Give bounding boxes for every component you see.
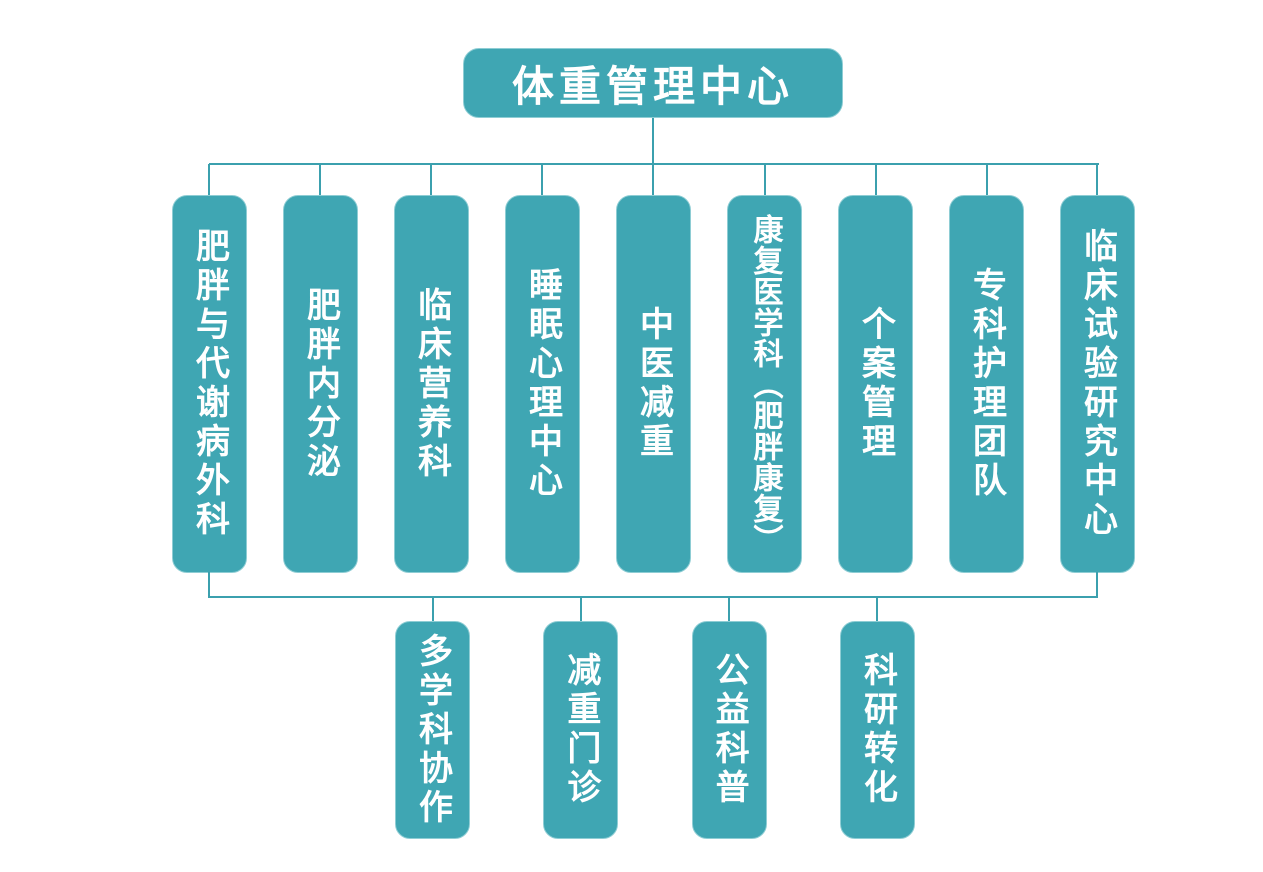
connector-dept-drop-8 [986,164,988,196]
department-box-4: 睡眠心理中心 [505,195,580,573]
connector-func-drop-2 [580,597,582,622]
function-box-3: 公益科普 [691,621,767,839]
connector-root-stem [652,118,654,165]
connector-right-tail [1096,572,1098,598]
function-row: 多学科协作 减重门诊 公益科普 科研转化 [395,621,915,839]
function-label: 多学科协作 [413,632,452,828]
department-label: 临床营养科 [412,286,451,482]
department-box-2: 肥胖内分泌 [283,195,358,573]
connector-dept-drop-2 [319,164,321,196]
function-box-4: 科研转化 [839,621,915,839]
root-label: 体重管理中心 [511,62,794,110]
function-label: 科研转化 [858,652,897,808]
connector-upper-rail [209,163,1099,165]
connector-dept-drop-5 [652,164,654,196]
department-row: 肥胖与代谢病外科 肥胖内分泌 临床营养科 睡眠心理中心 中医减重 康复医学科（肥… [172,195,1135,573]
department-label: 专科护理团队 [967,267,1006,501]
department-label: 肥胖与代谢病外科 [190,228,229,540]
connector-dept-drop-6 [764,164,766,196]
connector-dept-drop-1 [208,164,210,196]
function-box-2: 减重门诊 [543,621,619,839]
department-box-3: 临床营养科 [394,195,469,573]
connector-left-tail [208,572,210,598]
connector-dept-drop-4 [541,164,543,196]
root-box: 体重管理中心 [463,48,843,118]
connector-func-drop-3 [728,597,730,622]
connector-dept-drop-9 [1096,164,1098,196]
function-label: 减重门诊 [561,652,600,808]
department-label: 临床试验研究中心 [1078,228,1117,540]
department-box-1: 肥胖与代谢病外科 [172,195,247,573]
department-box-6: 康复医学科（肥胖康复） [727,195,802,573]
department-box-7: 个案管理 [838,195,913,573]
function-label: 公益科普 [710,652,749,808]
department-label: 肥胖内分泌 [301,286,340,482]
department-label: 康复医学科（肥胖康复） [748,213,782,555]
connector-dept-drop-7 [875,164,877,196]
department-label: 睡眠心理中心 [523,267,562,501]
connector-dept-drop-3 [430,164,432,196]
department-label: 中医减重 [634,306,673,462]
department-label: 个案管理 [856,306,895,462]
department-box-5: 中医减重 [616,195,691,573]
connector-func-drop-1 [432,597,434,622]
function-box-1: 多学科协作 [395,621,470,839]
department-box-8: 专科护理团队 [949,195,1024,573]
connector-lower-rail [208,596,1098,598]
connector-func-drop-4 [876,597,878,622]
department-box-9: 临床试验研究中心 [1060,195,1135,573]
